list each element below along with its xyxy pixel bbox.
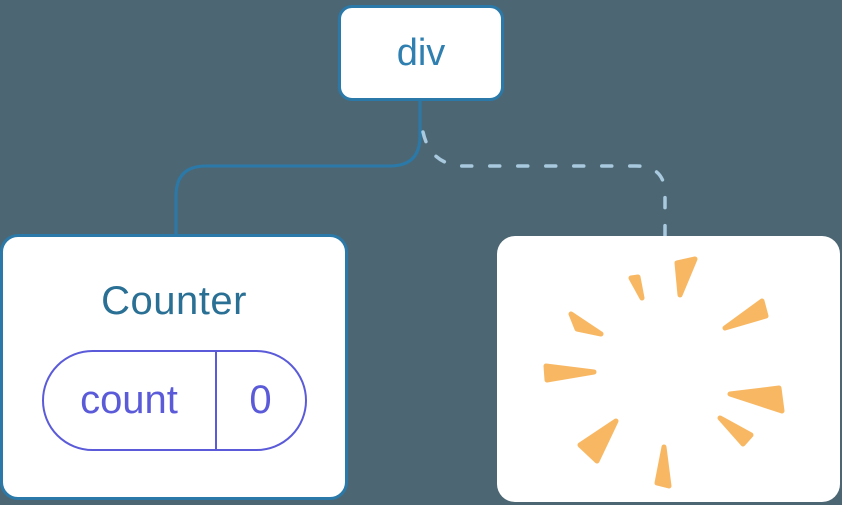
state-pill: count 0 <box>41 350 307 451</box>
state-key-label: count <box>44 352 217 449</box>
tree-node-div-label: div <box>396 31 446 74</box>
removed-component-card <box>497 236 840 502</box>
poof-burst-icon <box>543 256 785 489</box>
counter-title: Counter <box>101 279 247 323</box>
connector-dashed-line <box>421 130 667 242</box>
state-value-label: 0 <box>249 378 272 422</box>
connector-solid-line <box>174 99 422 235</box>
tree-node-div: div <box>338 5 504 101</box>
counter-component-card: Counter count 0 <box>0 234 348 500</box>
